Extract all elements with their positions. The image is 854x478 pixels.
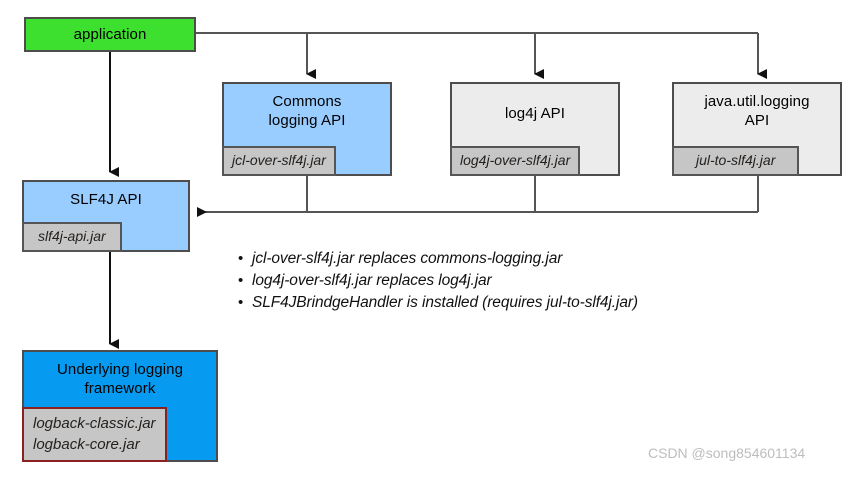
bullet-icon: • [238,272,244,289]
node-slf4j-api[interactable]: SLF4J API slf4j-api.jar [22,180,190,252]
node-application-title: application [73,26,147,43]
node-underlying-logging-framework[interactable]: Underlying logging framework logback-cla… [22,350,218,462]
note-text: log4j-over-slf4j.jar replaces log4j.jar [252,272,492,289]
node-commons-title-line1: Commons [272,93,342,110]
node-underlying-title-line1: Underlying logging [56,361,184,378]
node-underlying-title-line2: framework [84,380,156,397]
node-application[interactable]: application [24,17,196,52]
node-jul-title-line1: java.util.logging [704,93,810,110]
node-commons-logging-api[interactable]: Commons logging API jcl-over-slf4j.jar [222,82,392,176]
node-log4j-api[interactable]: log4j API log4j-over-slf4j.jar [450,82,620,176]
node-slf4j-title: SLF4J API [70,191,142,208]
note-item: • SLF4JBrindgeHandler is installed (requ… [238,292,838,314]
jar-label: log4j-over-slf4j.jar [450,146,581,176]
node-log4j-jar-list: log4j-over-slf4j.jar [450,146,581,176]
note-item: • jcl-over-slf4j.jar replaces commons-lo… [238,248,838,270]
node-commons-title-line2: logging API [268,112,346,129]
node-java-util-logging-api[interactable]: java.util.logging API jul-to-slf4j.jar [672,82,842,176]
bullet-icon: • [238,294,244,311]
note-item: • log4j-over-slf4j.jar replaces log4j.ja… [238,270,838,292]
watermark: CSDN @song854601134 [648,445,806,461]
note-text: jcl-over-slf4j.jar replaces commons-logg… [252,250,563,267]
jar-label: slf4j-api.jar [22,222,122,252]
node-commons-jar-list: jcl-over-slf4j.jar [222,146,336,176]
jar-label: jcl-over-slf4j.jar [222,146,336,176]
notes-list: • jcl-over-slf4j.jar replaces commons-lo… [238,248,838,314]
node-log4j-title: log4j API [504,105,566,122]
jar-label: jul-to-slf4j.jar [672,146,800,176]
node-jul-jar-list: jul-to-slf4j.jar [672,146,800,176]
node-underlying-jar-list: logback-classic.jar logback-core.jar [22,407,167,462]
node-jul-title-line2: API [744,112,770,129]
node-slf4j-jar-list: slf4j-api.jar [22,222,122,252]
jar-label: logback-core.jar [22,434,167,462]
note-text: SLF4JBrindgeHandler is installed (requir… [252,294,638,311]
bullet-icon: • [238,250,244,267]
jar-label: logback-classic.jar [22,407,167,434]
